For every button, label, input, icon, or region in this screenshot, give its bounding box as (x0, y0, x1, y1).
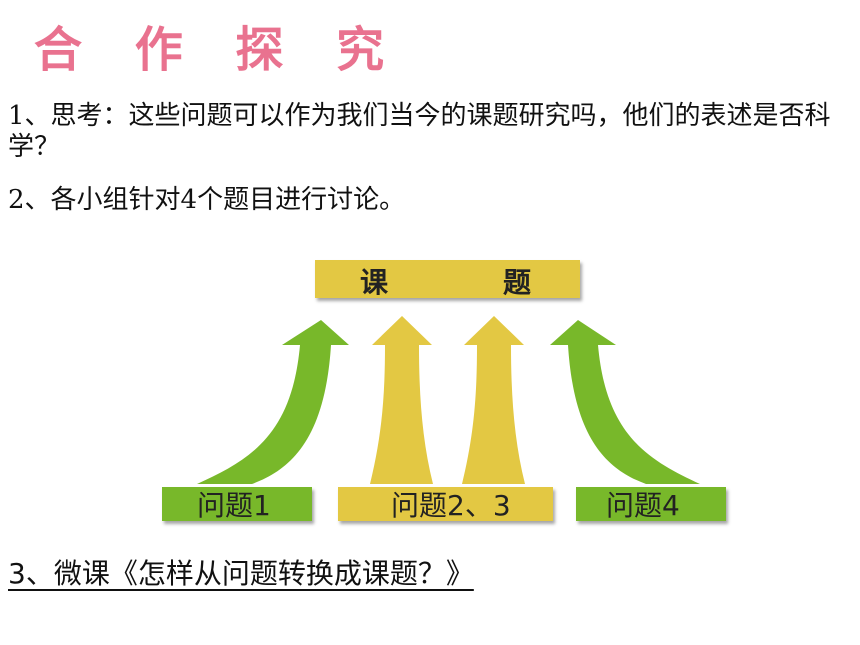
arrow-right-green (550, 320, 700, 484)
problem-box-1: 问题1 (162, 487, 312, 522)
question-1: 1、思考：这些问题可以作为我们当今的课题研究吗，他们的表述是否科学？ (8, 101, 831, 163)
problem-4-label: 问题4 (606, 489, 680, 522)
topic-box: 课 题 (315, 260, 580, 299)
problem-box-2-3: 问题2、3 (338, 487, 553, 522)
arrow-yellow-1 (370, 316, 433, 484)
arrow-left-green (197, 320, 349, 484)
topic-right-char: 题 (503, 266, 532, 299)
problem-box-4: 问题4 (576, 487, 726, 522)
problem-2-3-label: 问题2、3 (391, 489, 511, 522)
topic-left-char: 课 (360, 266, 389, 299)
question-2: 2、各小组针对4个题目进行讨论。 (8, 185, 406, 215)
slide-title: 合 作 探 究 (34, 22, 403, 78)
arrow-yellow-2 (462, 316, 525, 484)
problem-1-label: 问题1 (197, 489, 271, 522)
microlesson-link[interactable]: 3、微课《怎样从问题转换成课题？》 (8, 557, 474, 590)
